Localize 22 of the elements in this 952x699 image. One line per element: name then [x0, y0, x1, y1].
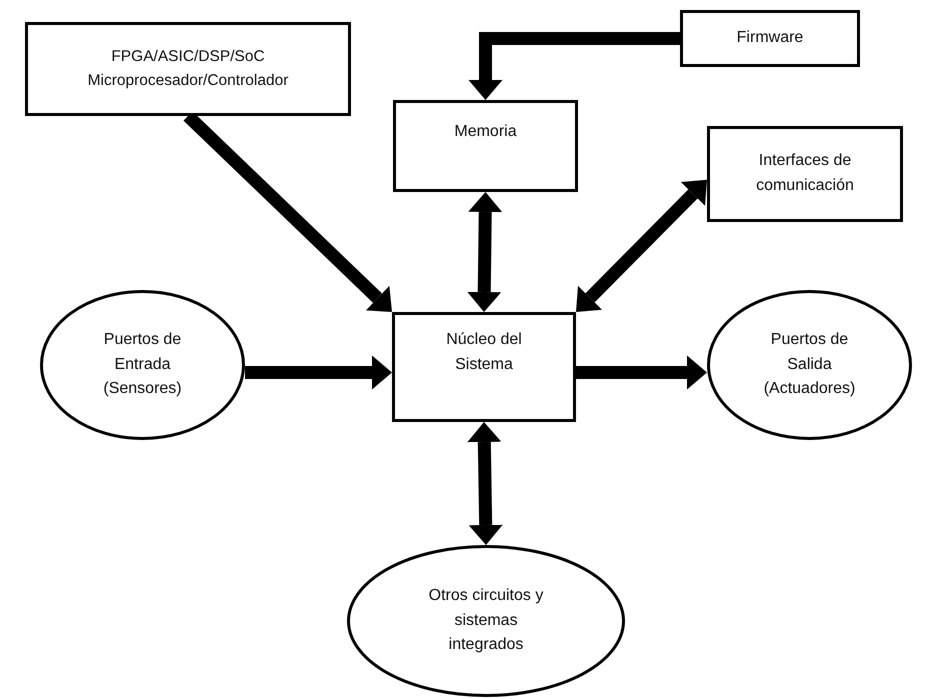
node-label: Firmware: [736, 28, 804, 48]
process-box: [707, 126, 903, 222]
block-arrow: [245, 356, 392, 390]
ellipse-node: [707, 290, 912, 440]
block-arrow: [467, 192, 502, 312]
process-box: [393, 100, 578, 192]
block-arrow: [468, 32, 680, 100]
process-box: [25, 22, 351, 116]
block-arrow: [576, 180, 707, 312]
node-label: Núcleo del Sistema: [445, 330, 523, 375]
block-arrow: [467, 422, 503, 545]
process-box: [680, 10, 860, 67]
block-arrow: [576, 356, 707, 390]
node-label: Otros circuitos y sistemas integrados: [428, 586, 544, 656]
node-label: FPGA/ASIC/DSP/SoC Microprocesador/Controlador: [86, 46, 290, 91]
node-label: Memoria: [454, 122, 517, 142]
ellipse-node: [347, 545, 625, 697]
process-box: [392, 312, 576, 422]
ellipse-node: [40, 290, 245, 440]
node-label: Puertos de Salida (Actuadores): [762, 330, 856, 400]
node-label: Puertos de Entrada (Sensores): [102, 330, 183, 400]
node-label: Interfaces de comunicación: [755, 151, 855, 196]
